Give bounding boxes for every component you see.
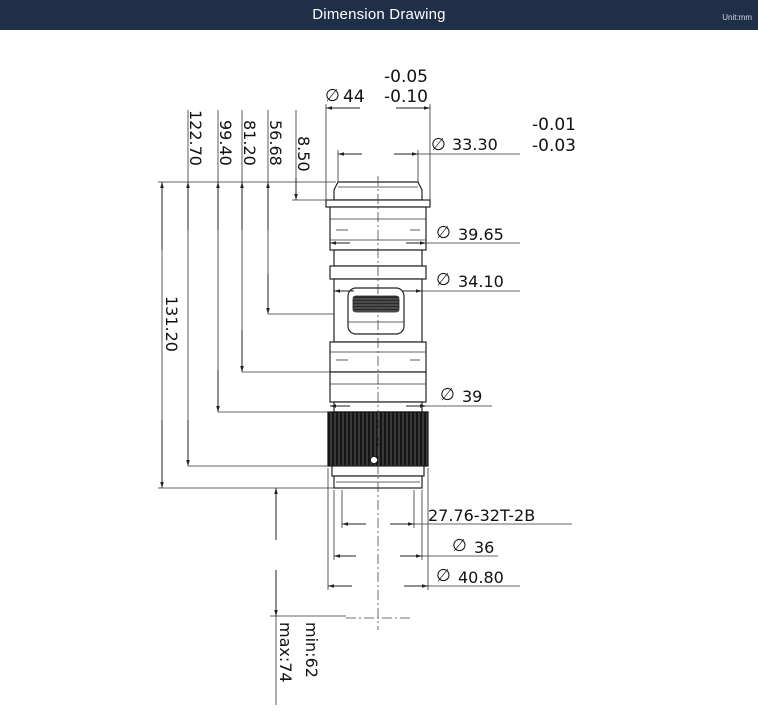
h5-value: 8.50 (294, 136, 313, 172)
header-bar: Dimension Drawing Unit:mm (0, 0, 758, 30)
total-length-value: 131.20 (162, 296, 181, 352)
flange-diameter-tol-upper: -0.01 (532, 115, 576, 135)
diameter-symbol: ∅ (431, 135, 446, 155)
d4-value: 36 (474, 538, 494, 557)
diameter-symbol: ∅ (436, 223, 451, 243)
diameter-symbol: ∅ (325, 86, 340, 106)
page-title: Dimension Drawing (312, 6, 446, 23)
d1-label: ∅ 39.65 (436, 223, 504, 244)
d4-label: ∅ 36 (452, 536, 494, 557)
height-labels: 122.70 99.40 81.20 56.68 8.50 131.20 min… (162, 110, 321, 683)
working-distance-max: max:74 (276, 622, 295, 683)
lens-body (325, 176, 431, 630)
thread-label: 27.76-32T-2B (428, 506, 535, 525)
h4-value: 56.68 (266, 120, 285, 166)
flange-diameter-tol-lower: -0.03 (532, 136, 576, 156)
center-marks (336, 229, 420, 361)
d1-value: 39.65 (458, 225, 504, 244)
d5-value: 40.80 (458, 568, 504, 587)
top-diameter-tol-upper: -0.05 (384, 67, 428, 87)
d3-label: ∅ 39 (440, 385, 482, 406)
d2-label: ∅ 34.10 (436, 270, 504, 291)
h3-value: 81.20 (240, 120, 259, 166)
height-dimension-lines (158, 110, 346, 705)
diameter-symbol: ∅ (436, 270, 451, 290)
diameter-symbol: ∅ (452, 536, 467, 556)
flange-diameter-value: 33.30 (452, 135, 498, 154)
d5-label: ∅ 40.80 (436, 566, 504, 587)
top-diameter-value: 44 (343, 87, 365, 107)
thread-value: 27.76-32T-2B (428, 506, 535, 525)
h2-value: 99.40 (216, 120, 235, 166)
diameter-dimension-lines (325, 104, 572, 590)
top-diameter-tol-lower: -0.10 (384, 87, 428, 107)
diameter-symbol: ∅ (440, 385, 455, 405)
flange-diameter-dimension: ∅ 33.30 -0.01 -0.03 (431, 115, 576, 156)
working-distance-min: min:62 (302, 622, 321, 678)
h1-value: 122.70 (186, 110, 205, 166)
top-diameter-dimension: ∅ 44 -0.05 -0.10 (325, 67, 428, 107)
d2-value: 34.10 (458, 272, 504, 291)
dimension-drawing: ∅ 44 -0.05 -0.10 ∅ 33.30 -0.01 -0.03 ∅ 3… (158, 67, 576, 705)
d3-value: 39 (462, 387, 482, 406)
unit-label: Unit:mm (722, 13, 752, 22)
diameter-symbol: ∅ (436, 566, 451, 586)
